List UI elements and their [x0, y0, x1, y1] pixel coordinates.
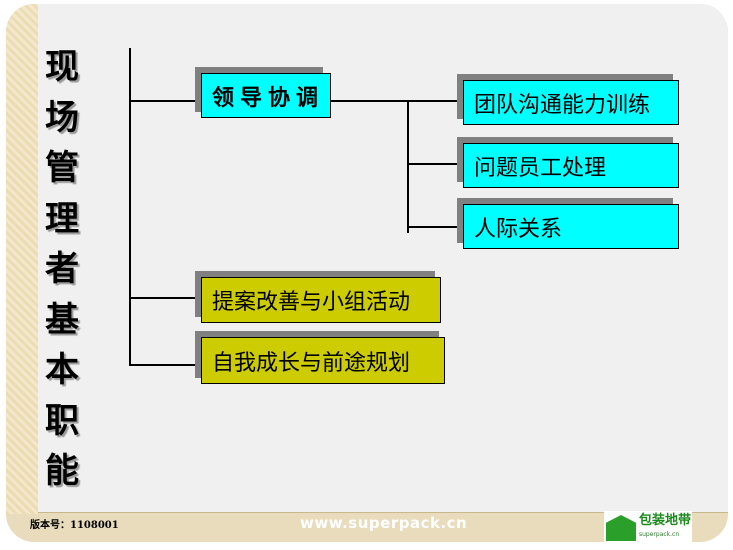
branch-line: [407, 100, 409, 233]
box-logo-icon: [606, 515, 636, 541]
vertical-title: 现场管理者基本职能: [45, 47, 79, 491]
version-label: 版本号：1108001: [30, 520, 119, 531]
connector: [408, 100, 463, 102]
connector: [130, 100, 202, 102]
logo-text: 包装地带: [639, 513, 692, 528]
connector: [408, 226, 463, 228]
connector: [130, 364, 201, 366]
box-team-communication: 团队沟通能力训练: [463, 80, 679, 125]
footer-url: www.superpack.cn: [300, 514, 468, 532]
main-trunk-line: [129, 48, 131, 366]
box-problem-staff: 问题员工处理: [463, 143, 679, 188]
connector: [330, 100, 408, 102]
connector: [130, 297, 201, 299]
logo-sub: superpack.cn: [639, 531, 680, 538]
box-growth: 自我成长与前途规划: [201, 337, 445, 384]
logo: 包装地带 superpack.cn: [604, 511, 692, 545]
box-proposal: 提案改善与小组活动: [201, 277, 441, 323]
box-leadership: 领导协调: [201, 73, 331, 118]
connector: [408, 163, 463, 165]
box-relations: 人际关系: [463, 204, 679, 249]
left-stripe: [6, 4, 38, 514]
